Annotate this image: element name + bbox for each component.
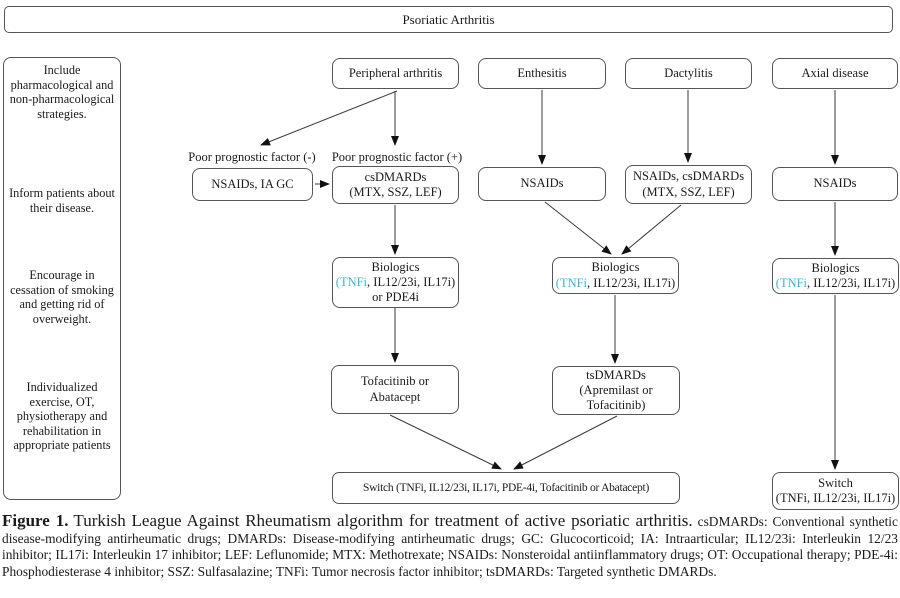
- node-nsaids-csdmards-line2: (MTX, SSZ, LEF): [642, 184, 735, 199]
- arrow-nsaids-enthesitis-to-biologics: [544, 201, 612, 255]
- node-tsdmards-line3: Tofacitinib): [586, 398, 646, 413]
- node-nsaids-enthesitis: NSAIDs: [478, 167, 606, 201]
- node-biologics-mid-line1: Biologics: [591, 260, 640, 275]
- tnfi-highlight: (TNFi: [555, 275, 588, 290]
- node-nsaids-axial-label: NSAIDs: [813, 176, 857, 191]
- node-axial-disease: Axial disease: [772, 58, 898, 89]
- node-tsdmards: tsDMARDs (Apremilast or Tofacitinib): [552, 366, 680, 415]
- node-csdmards: csDMARDs (MTX, SSZ, LEF): [332, 166, 459, 204]
- tnfi-highlight: (TNFi: [335, 274, 368, 289]
- arrow-tofacitinib-to-switch: [389, 414, 502, 470]
- recommendations-panel: Include pharmacological and non-pharmaco…: [3, 57, 121, 500]
- node-enthesitis-label: Enthesitis: [517, 65, 567, 80]
- node-biologics-axial-line1: Biologics: [811, 260, 860, 275]
- node-enthesitis: Enthesitis: [478, 58, 606, 89]
- tnfi-highlight: (TNFi: [775, 276, 808, 290]
- node-biologics-peripheral: Biologics (TNFi, IL12/23i, IL17i) or PDE…: [332, 257, 459, 308]
- node-csdmards-line2: (MTX, SSZ, LEF): [349, 185, 442, 199]
- node-tofacitinib-line2: Abatacept: [369, 389, 421, 404]
- node-psoriatic-arthritis: Psoriatic Arthritis: [4, 6, 893, 33]
- node-nsaids-csdmards-dactylitis: NSAIDs, csDMARDs (MTX, SSZ, LEF): [625, 165, 752, 204]
- arrow-peripheral-to-negative: [260, 90, 398, 146]
- node-biologics-mid-line2: (TNFi, IL12/23i, IL17i): [556, 276, 675, 291]
- node-dactylitis-label: Dactylitis: [664, 65, 713, 80]
- figure-label: Figure 1.: [2, 511, 69, 530]
- biologics-rest: , IL12/23i, IL17i): [367, 274, 456, 289]
- arrow-nsaids-dactylitis-to-biologics: [621, 204, 682, 255]
- node-axial-disease-label: Axial disease: [801, 65, 869, 80]
- node-switch-axial-line2: (TNFi, IL12/23i, IL17i): [775, 491, 896, 505]
- node-switch-axial-line1: Switch: [818, 475, 853, 490]
- arrow-tsdmards-to-switch: [513, 415, 618, 470]
- node-switch-main: Switch (TNFi, IL12/23i, IL17i, PDE-4i, T…: [332, 472, 680, 504]
- node-biologics-peripheral-line1: Biologics: [371, 259, 420, 274]
- node-peripheral-arthritis-label: Peripheral arthritis: [348, 65, 443, 80]
- node-biologics-axial: Biologics (TNFi, IL12/23i, IL17i): [772, 258, 899, 294]
- node-biologics-mid: Biologics (TNFi, IL12/23i, IL17i): [552, 257, 679, 294]
- biologics-rest: , IL12/23i, IL17i): [587, 275, 676, 290]
- node-nsaids-enthesitis-label: NSAIDs: [520, 176, 564, 191]
- node-biologics-peripheral-line3: or PDE4i: [372, 290, 419, 305]
- node-switch-axial: Switch (TNFi, IL12/23i, IL17i): [772, 472, 899, 510]
- figure-title: Turkish League Against Rheumatism algori…: [73, 511, 693, 530]
- recommendation-note-4: Individualized exercise, OT, physiothera…: [13, 380, 111, 452]
- node-nsaids-axial: NSAIDs: [772, 167, 898, 201]
- node-peripheral-arthritis: Peripheral arthritis: [332, 58, 459, 89]
- biologics-rest: , IL12/23i, IL17i): [807, 276, 896, 290]
- figure-abbreviations: csDMARDs: Conventional synthetic disease…: [2, 514, 898, 579]
- figure-caption: Figure 1. Turkish League Against Rheumat…: [2, 511, 898, 580]
- node-tsdmards-line1: tsDMARDs: [586, 367, 646, 382]
- node-nsaids-csdmards-line1: NSAIDs, csDMARDs: [632, 169, 745, 184]
- node-nsaids-ia-gc: NSAIDs, IA GC: [192, 168, 313, 201]
- node-nsaids-ia-gc-label: NSAIDs, IA GC: [211, 176, 294, 191]
- node-biologics-axial-line2: (TNFi, IL12/23i, IL17i): [776, 276, 895, 291]
- recommendation-note-1: Include pharmacological and non-pharmaco…: [9, 63, 115, 121]
- node-tsdmards-line2: (Apremilast or: [579, 382, 653, 397]
- label-poor-prognostic-negative: Poor prognostic factor (-): [188, 150, 316, 164]
- recommendation-note-3: Encourage in cessation of smoking and ge…: [10, 268, 114, 326]
- node-biologics-peripheral-line2: (TNFi, IL12/23i, IL17i): [336, 275, 455, 290]
- node-dactylitis: Dactylitis: [625, 58, 752, 89]
- node-tofacitinib-abatacept: Tofacitinib or Abatacept: [331, 365, 459, 414]
- node-switch-main-label: Switch (TNFi, IL12/23i, IL17i, PDE-4i, T…: [362, 481, 650, 494]
- node-csdmards-line1: csDMARDs: [364, 169, 427, 184]
- label-poor-prognostic-positive: Poor prognostic factor (+): [331, 150, 463, 164]
- recommendation-note-2: Inform patients about their disease.: [9, 186, 115, 215]
- node-tofacitinib-line1: Tofacitinib or: [360, 374, 430, 389]
- node-psoriatic-arthritis-label: Psoriatic Arthritis: [402, 11, 495, 27]
